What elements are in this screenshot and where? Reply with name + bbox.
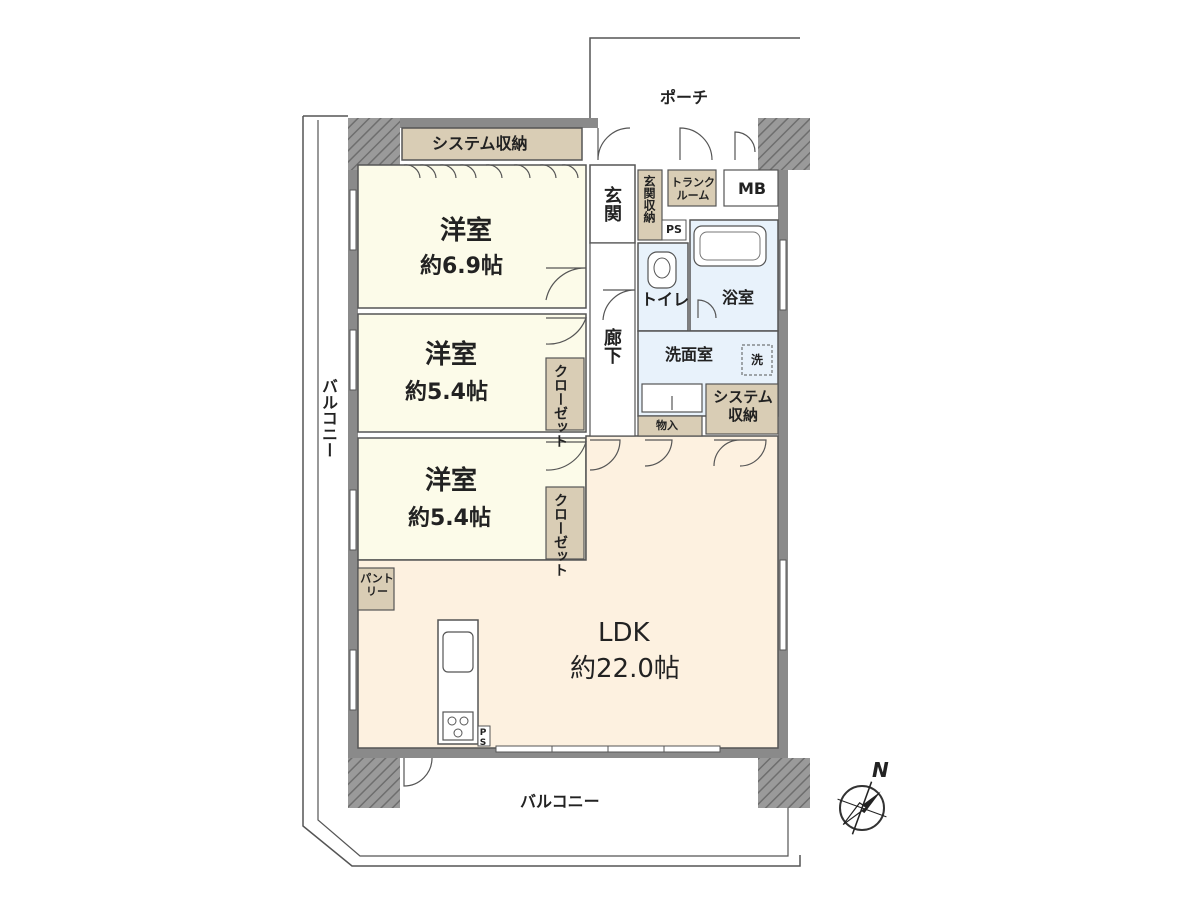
closet3-box xyxy=(545,486,585,560)
bath-label: 浴室 xyxy=(722,288,755,307)
trunk-room-box xyxy=(667,169,717,207)
mb-label: MB xyxy=(738,179,767,198)
porch-label: ポーチ xyxy=(660,88,709,107)
monoire-box xyxy=(637,415,703,437)
east-windows xyxy=(779,239,787,651)
bedroom2-name: 洋室 xyxy=(425,340,478,370)
closet3-label: クローゼット xyxy=(552,493,568,577)
closet2-label: クローゼット xyxy=(552,364,568,448)
toilet-label: トイレ xyxy=(641,290,690,309)
bedroom1-floor xyxy=(357,164,587,309)
corridor-label: 廊下 xyxy=(601,328,622,364)
ps-top-label: PS xyxy=(666,223,682,236)
system-storage-right-label: システム収納 xyxy=(713,388,773,424)
entrance-storage-box xyxy=(637,169,663,241)
closet2-box xyxy=(545,357,585,431)
washroom-label: 洗面室 xyxy=(665,345,714,364)
porch-outline xyxy=(589,37,800,120)
system-storage-top-label: システム収納 xyxy=(432,134,528,153)
ldk-name: LDK xyxy=(598,618,650,648)
pantry-label: パントリー xyxy=(360,572,394,599)
balcony-south-label: バルコニー xyxy=(520,792,600,811)
compass-north-label: N xyxy=(872,758,889,782)
toilet-fixture xyxy=(647,251,677,289)
column-ne xyxy=(758,118,810,170)
entrance-floor xyxy=(589,164,636,244)
balcony-outline xyxy=(302,116,801,867)
corridor-floor xyxy=(589,242,636,437)
balcony-inner-outline xyxy=(317,120,789,857)
ldk-size: 約22.0帖 xyxy=(570,654,680,684)
column-se xyxy=(758,758,810,808)
washer-space xyxy=(741,344,773,376)
trunk-room-label: トランクルーム xyxy=(671,176,715,203)
compass-rose xyxy=(837,781,887,835)
bathtub xyxy=(693,225,767,267)
door-swings xyxy=(403,127,767,787)
column-sw xyxy=(348,758,400,808)
entrance-storage-label: 玄関収納 xyxy=(642,175,656,223)
bedroom2-size: 約5.4帖 xyxy=(405,380,488,405)
west-windows xyxy=(349,189,357,711)
bedroom1-name: 洋室 xyxy=(440,216,493,246)
system-storage-right-box xyxy=(705,383,779,435)
monoire-label: 物入 xyxy=(656,419,678,432)
washer-label: 洗 xyxy=(751,353,764,367)
column-nw xyxy=(348,118,400,170)
bedroom3-name: 洋室 xyxy=(425,466,478,496)
balcony-west-label: バルコニー xyxy=(319,378,338,458)
ps-kitchen-label: PS xyxy=(478,728,488,748)
ps-kitchen-box xyxy=(477,725,491,747)
ps-top-box xyxy=(661,219,687,241)
mb-box xyxy=(723,169,779,207)
system-storage-top-box xyxy=(401,127,583,161)
outer-walls xyxy=(348,118,788,758)
kitchen-sink xyxy=(442,631,474,673)
pantry-box xyxy=(357,567,395,611)
entrance-label: 玄関 xyxy=(601,186,622,222)
kitchen-stove xyxy=(442,711,474,741)
bedroom1-size: 約6.9帖 xyxy=(420,254,503,279)
bedroom3-size: 約5.4帖 xyxy=(408,506,491,531)
